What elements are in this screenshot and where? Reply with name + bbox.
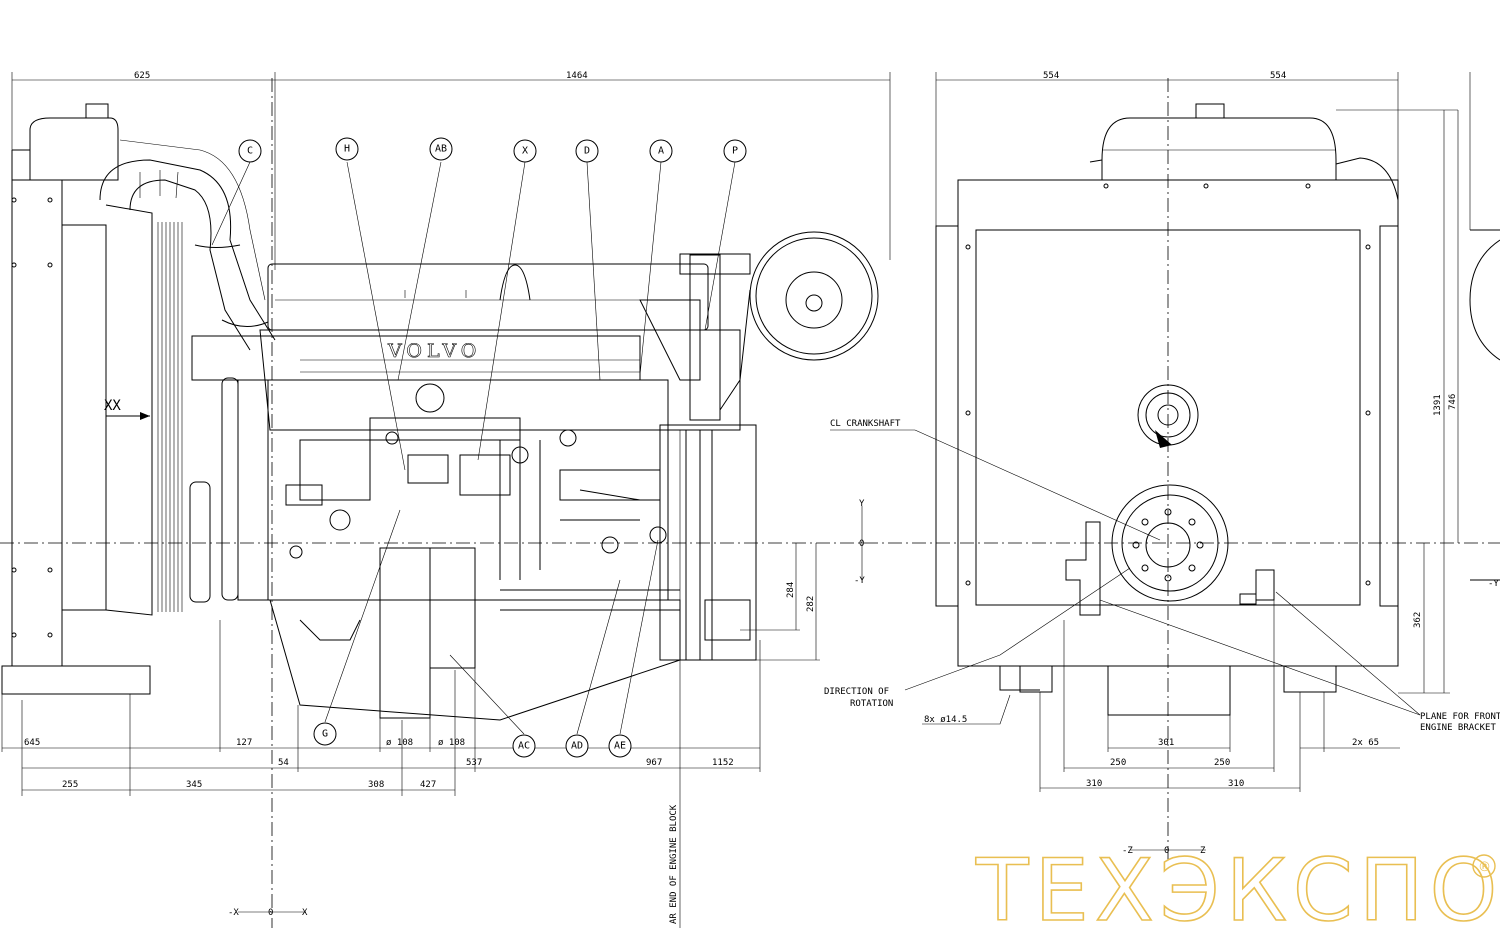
- dim-554-left: 554: [1043, 71, 1059, 81]
- watermark: ТЕХЭКСПО ®: [974, 840, 1500, 928]
- dim-2x65: 2x 65: [1352, 738, 1379, 748]
- callout-ab: AB: [429, 137, 453, 161]
- direction-label-2: ROTATION: [850, 699, 893, 709]
- axis-z-neg: -Z: [1122, 846, 1133, 856]
- dimension-lines: [1, 72, 1471, 913]
- plane-label-2: ENGINE BRACKET: [1420, 723, 1496, 733]
- dim-554-right: 554: [1270, 71, 1286, 81]
- axis-x-pos: X: [302, 908, 308, 918]
- svg-text:D: D: [584, 146, 590, 157]
- axis-y-pos: Y: [859, 499, 865, 509]
- coolant-hose: [99, 139, 276, 351]
- dim-54: 54: [278, 758, 289, 768]
- dim-645: 645: [24, 738, 40, 748]
- axis-x-neg: -X: [228, 908, 239, 918]
- axis-y-neg: -Y: [854, 576, 865, 586]
- plane-label-1: PLANE FOR FRONT: [1420, 712, 1500, 722]
- axis-y-zero: 0: [859, 539, 864, 549]
- dim-127: 127: [236, 738, 252, 748]
- callout-a: A: [649, 139, 673, 163]
- axis-far-right-y: -Y: [1488, 579, 1499, 589]
- dim-310-right: 310: [1228, 779, 1244, 789]
- direction-label-1: DIRECTION OF: [824, 687, 889, 697]
- dimension-labels: 625 1464 554 554 1391 746 362 284 282 64…: [24, 71, 1458, 790]
- svg-text:A: A: [658, 146, 664, 157]
- holes-label: 8x ø14.5: [924, 715, 967, 725]
- dim-746: 746: [1448, 394, 1458, 410]
- dim-308: 308: [368, 780, 384, 790]
- dim-dia-108-b: ø 108: [438, 738, 465, 748]
- dim-427: 427: [420, 780, 436, 790]
- callout-x: X: [513, 139, 537, 163]
- dim-301: 301: [1158, 738, 1174, 748]
- callout-c: C: [238, 139, 262, 163]
- dim-282: 282: [806, 596, 816, 612]
- rear-end-label: AR END OF ENGINE BLOCK: [669, 804, 679, 924]
- watermark-registered: ®: [1478, 860, 1491, 875]
- volvo-brand: VOLVO: [387, 340, 481, 362]
- pulley: [719, 231, 879, 411]
- view-marker: XX: [104, 398, 121, 414]
- cl-crankshaft-label: CL CRANKSHAFT: [830, 419, 901, 429]
- callout-leaders: [211, 161, 736, 735]
- dim-284: 284: [786, 582, 796, 598]
- svg-text:AB: AB: [435, 144, 447, 155]
- axis-z-pos: Z: [1200, 846, 1206, 856]
- callout-ac: AC: [512, 734, 536, 758]
- dim-537: 537: [466, 758, 482, 768]
- dim-362: 362: [1413, 612, 1423, 628]
- axis-z-zero: 0: [1164, 846, 1169, 856]
- dim-1391: 1391: [1433, 394, 1443, 416]
- svg-text:AE: AE: [614, 741, 626, 752]
- callout-ae: AE: [608, 734, 632, 758]
- svg-text:AC: AC: [518, 741, 530, 752]
- front-view: [935, 103, 1500, 716]
- svg-text:C: C: [247, 146, 253, 157]
- callout-d: D: [575, 139, 599, 163]
- svg-text:P: P: [732, 146, 738, 157]
- callout-h: H: [335, 137, 359, 161]
- dim-dia-108-a: ø 108: [386, 738, 413, 748]
- callout-ad: AD: [565, 734, 589, 758]
- svg-text:G: G: [322, 729, 328, 740]
- center-lines: [0, 78, 1500, 928]
- dim-345: 345: [186, 780, 202, 790]
- dim-250-right: 250: [1214, 758, 1230, 768]
- dim-967: 967: [646, 758, 662, 768]
- dim-310-left: 310: [1086, 779, 1102, 789]
- dim-250-left: 250: [1110, 758, 1126, 768]
- callout-g: G: [313, 722, 337, 746]
- dim-625: 625: [134, 71, 150, 81]
- engine-block: VOLVO: [189, 253, 757, 721]
- svg-text:AD: AD: [571, 741, 583, 752]
- axis-x-zero: 0: [268, 908, 273, 918]
- annotations: CL CRANKSHAFT DIRECTION OF ROTATION 8x ø…: [228, 419, 1500, 924]
- dim-1464: 1464: [566, 71, 588, 81]
- callout-p: P: [723, 139, 747, 163]
- dim-1152: 1152: [712, 758, 734, 768]
- svg-text:H: H: [344, 144, 350, 155]
- dim-255: 255: [62, 780, 78, 790]
- svg-text:X: X: [522, 146, 528, 157]
- watermark-text: ТЕХЭКСПО: [975, 841, 1500, 928]
- radiator: XX: [1, 103, 183, 695]
